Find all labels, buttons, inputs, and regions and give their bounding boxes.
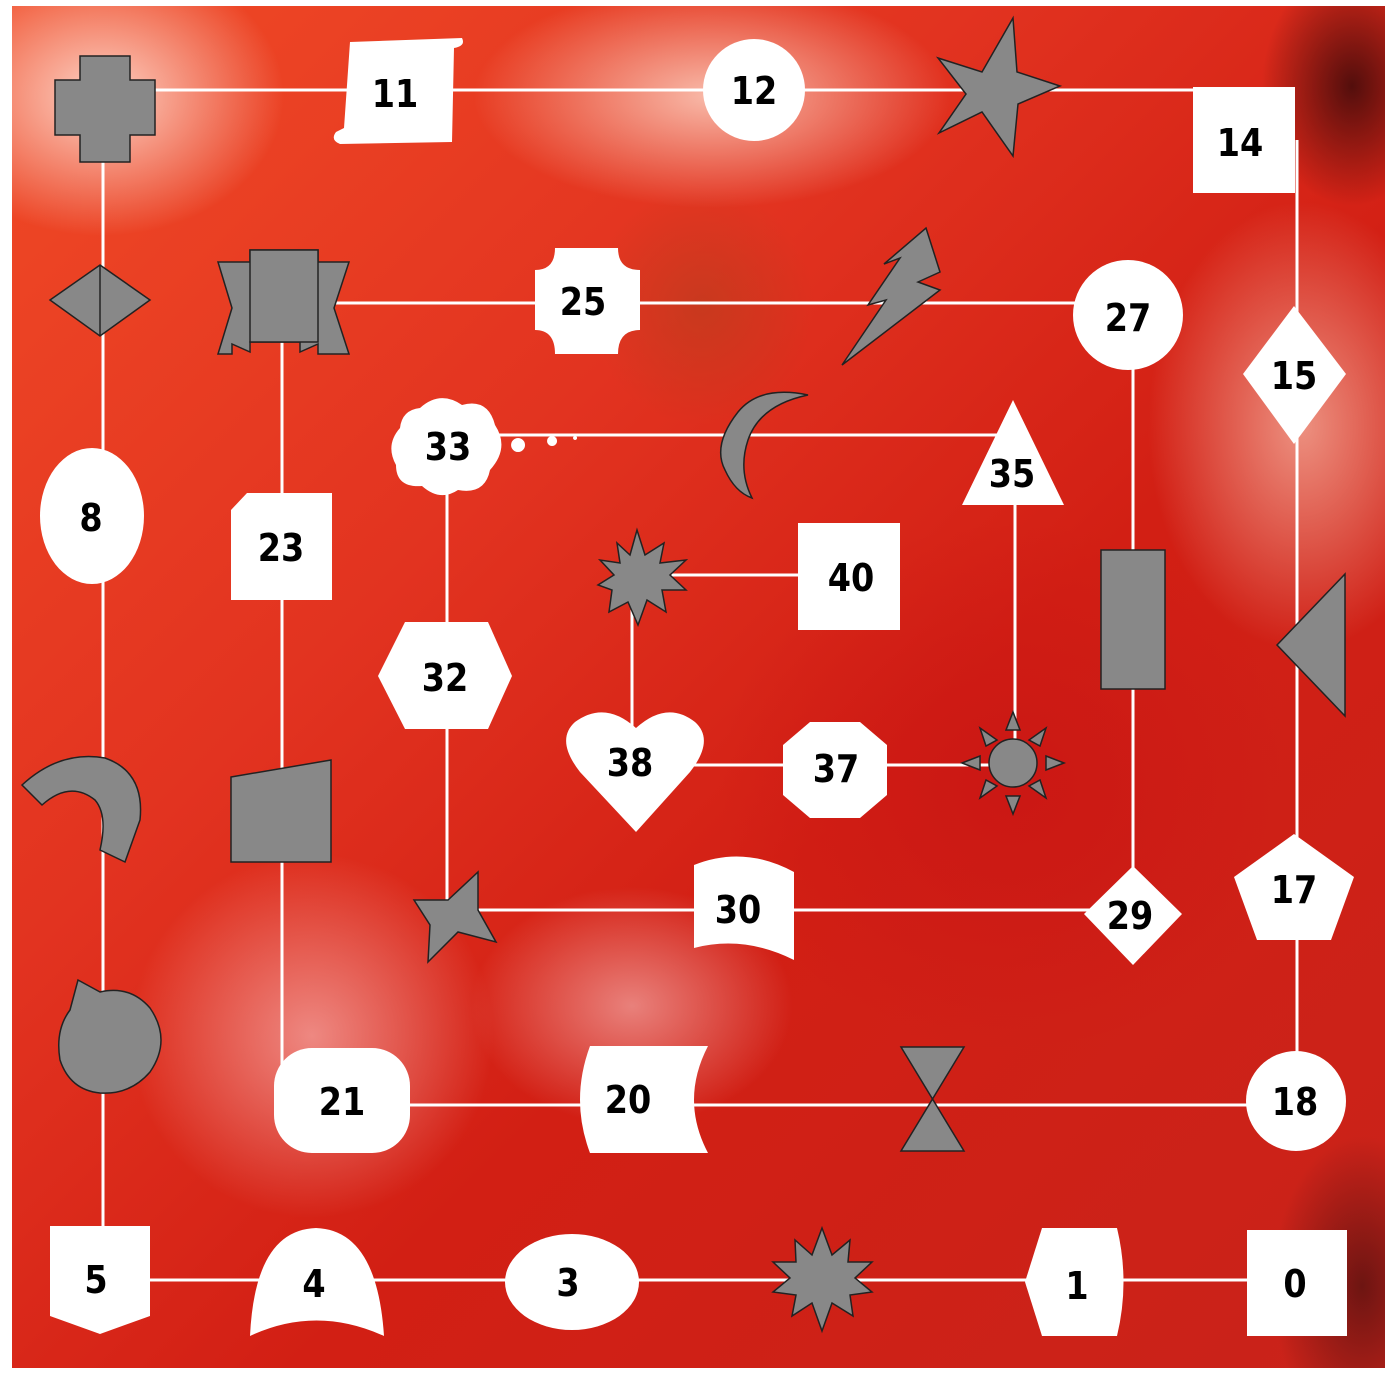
label-23: 23: [228, 526, 334, 570]
square-26-lightning[interactable]: [842, 228, 940, 365]
square-39-starburst[interactable]: [598, 530, 686, 625]
label-11: 11: [342, 72, 448, 116]
label-18: 18: [1242, 1080, 1348, 1124]
label-0: 0: [1242, 1262, 1348, 1306]
label-33: 33: [395, 425, 501, 469]
square-31-four-point-star[interactable]: [414, 872, 496, 962]
square-36-sun[interactable]: [989, 739, 1037, 787]
square-13-star[interactable]: [938, 18, 1060, 156]
square-28-rectangle[interactable]: [1101, 550, 1165, 689]
label-17: 17: [1241, 868, 1347, 912]
label-27: 27: [1075, 296, 1181, 340]
square-2-explosion[interactable]: [773, 1228, 872, 1331]
label-40: 40: [798, 556, 904, 600]
label-15: 15: [1241, 354, 1347, 398]
label-12: 12: [701, 69, 807, 113]
label-20: 20: [575, 1078, 681, 1122]
square-34-moon[interactable]: [721, 392, 808, 498]
label-5: 5: [43, 1258, 149, 1302]
label-38: 38: [577, 741, 683, 785]
label-29: 29: [1077, 894, 1183, 938]
square-7-arc[interactable]: [22, 757, 141, 862]
label-4: 4: [261, 1262, 367, 1306]
label-1: 1: [1024, 1264, 1130, 1308]
square-16-triangle[interactable]: [1277, 574, 1345, 716]
label-8: 8: [38, 496, 144, 540]
label-14: 14: [1187, 121, 1293, 165]
label-35: 35: [959, 452, 1065, 496]
label-32: 32: [392, 656, 498, 700]
square-6-teardrop[interactable]: [59, 980, 161, 1093]
label-25: 25: [530, 280, 636, 324]
label-37: 37: [783, 747, 889, 791]
square-19-hourglass[interactable]: [901, 1047, 964, 1151]
label-3: 3: [515, 1261, 621, 1305]
label-21: 21: [289, 1080, 395, 1124]
square-22-trapezoid[interactable]: [231, 760, 331, 862]
label-30: 30: [685, 888, 791, 932]
square-10-cross[interactable]: [55, 56, 155, 162]
